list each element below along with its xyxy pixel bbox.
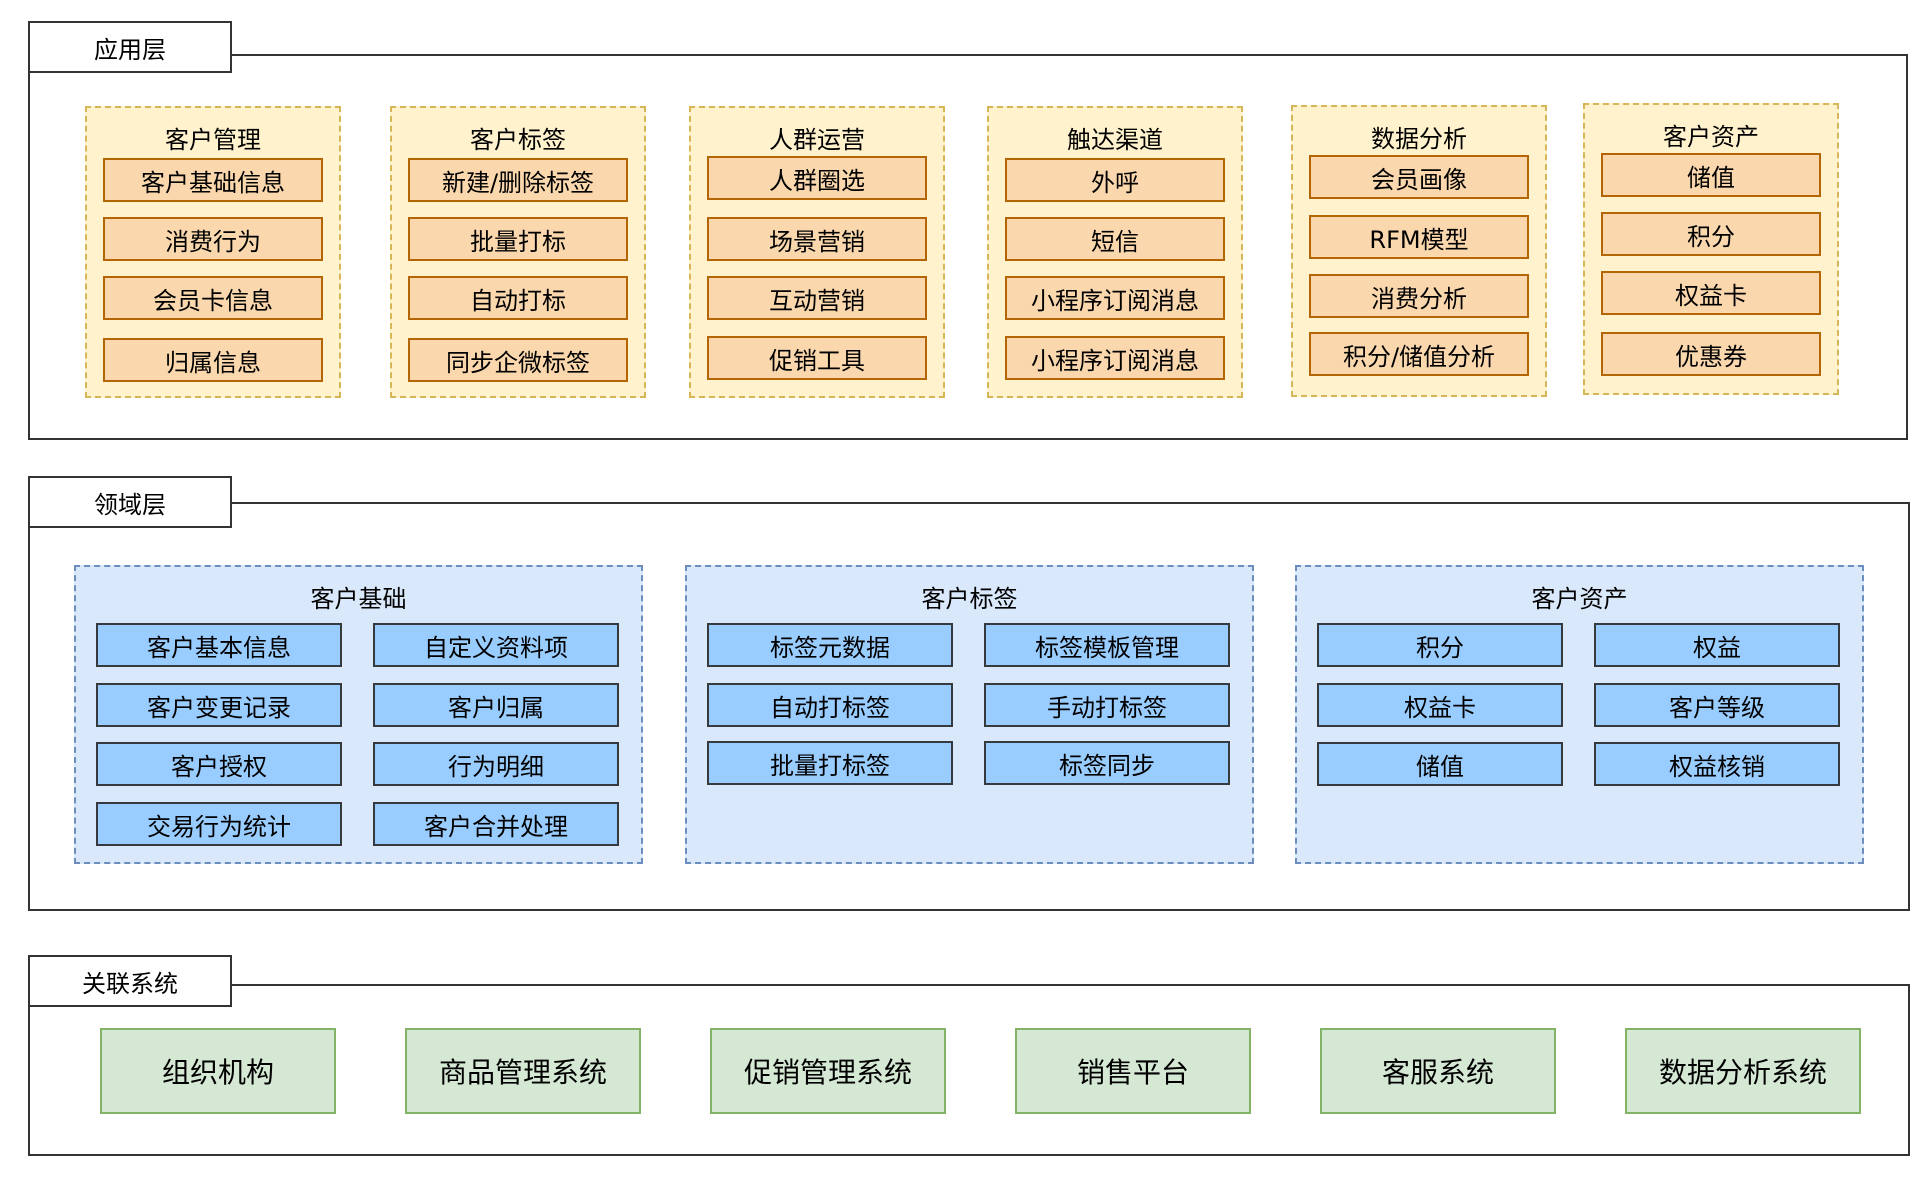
domain-item: 行为明细 (373, 742, 619, 786)
system-organization: 组织机构 (100, 1028, 336, 1114)
domain-item: 客户归属 (373, 683, 619, 727)
app-item: 会员画像 (1309, 155, 1529, 199)
app-group-title: 人群运营 (769, 126, 865, 154)
app-item: 消费行为 (103, 217, 323, 261)
app-item: 消费分析 (1309, 274, 1529, 318)
related-systems-frame (28, 984, 1910, 1156)
app-item: 权益卡 (1601, 271, 1821, 315)
app-item: 新建/删除标签 (408, 158, 628, 202)
app-item: 促销工具 (707, 336, 927, 380)
domain-item: 积分 (1317, 623, 1563, 667)
app-group-title: 数据分析 (1371, 125, 1467, 153)
domain-item: 客户等级 (1594, 683, 1840, 727)
domain-group-title: 客户标签 (921, 585, 1018, 613)
app-group-title: 客户资产 (1663, 123, 1759, 151)
app-group-crowd-operation: 人群运营 人群圈选 场景营销 互动营销 促销工具 (689, 106, 945, 398)
domain-item: 自定义资料项 (373, 623, 619, 667)
related-systems-label: 关联系统 (28, 955, 232, 1007)
domain-item: 客户变更记录 (96, 683, 342, 727)
app-item: 客户基础信息 (103, 158, 323, 202)
domain-item: 权益卡 (1317, 683, 1563, 727)
domain-item: 权益核销 (1594, 742, 1840, 786)
app-item: 积分 (1601, 212, 1821, 256)
system-promotion-management: 促销管理系统 (710, 1028, 946, 1114)
app-item: 积分/储值分析 (1309, 332, 1529, 376)
domain-group-customer-base: 客户基础 客户基本信息 自定义资料项 客户变更记录 客户归属 客户授权 行为明细… (74, 565, 643, 864)
app-group-customer-management: 客户管理 客户基础信息 消费行为 会员卡信息 归属信息 (85, 106, 341, 398)
domain-item: 交易行为统计 (96, 802, 342, 846)
app-group-title: 触达渠道 (1067, 126, 1163, 154)
domain-item: 客户合并处理 (373, 802, 619, 846)
domain-item: 标签元数据 (707, 623, 953, 667)
domain-item: 标签模板管理 (984, 623, 1230, 667)
system-product-management: 商品管理系统 (405, 1028, 641, 1114)
app-group-customer-assets: 客户资产 储值 积分 权益卡 优惠券 (1583, 103, 1839, 395)
domain-item: 客户授权 (96, 742, 342, 786)
app-item: 会员卡信息 (103, 276, 323, 320)
app-item: 短信 (1005, 217, 1225, 261)
domain-layer-label: 领域层 (28, 476, 232, 528)
app-item: 小程序订阅消息 (1005, 276, 1225, 320)
domain-item: 客户基本信息 (96, 623, 342, 667)
app-group-customer-tags: 客户标签 新建/删除标签 批量打标 自动打标 同步企微标签 (390, 106, 646, 398)
app-item: 自动打标 (408, 276, 628, 320)
app-item: 同步企微标签 (408, 338, 628, 382)
system-customer-service: 客服系统 (1320, 1028, 1556, 1114)
application-layer-label: 应用层 (28, 21, 232, 73)
domain-group-title: 客户资产 (1531, 585, 1628, 613)
app-item: 批量打标 (408, 217, 628, 261)
app-group-data-analysis: 数据分析 会员画像 RFM模型 消费分析 积分/储值分析 (1291, 105, 1547, 397)
domain-item: 批量打标签 (707, 741, 953, 785)
domain-item: 权益 (1594, 623, 1840, 667)
app-item: RFM模型 (1309, 215, 1529, 259)
app-item: 外呼 (1005, 158, 1225, 202)
app-group-title: 客户管理 (165, 126, 261, 154)
app-item: 场景营销 (707, 217, 927, 261)
domain-item: 自动打标签 (707, 683, 953, 727)
domain-group-title: 客户基础 (310, 585, 407, 613)
app-group-title: 客户标签 (470, 126, 566, 154)
app-item: 优惠券 (1601, 332, 1821, 376)
domain-item: 标签同步 (984, 741, 1230, 785)
system-data-analysis: 数据分析系统 (1625, 1028, 1861, 1114)
domain-item: 手动打标签 (984, 683, 1230, 727)
domain-group-customer-tags: 客户标签 标签元数据 标签模板管理 自动打标签 手动打标签 批量打标签 标签同步 (685, 565, 1254, 864)
app-item: 互动营销 (707, 276, 927, 320)
app-item: 储值 (1601, 153, 1821, 197)
app-item: 人群圈选 (707, 156, 927, 200)
app-item: 归属信息 (103, 338, 323, 382)
system-sales-platform: 销售平台 (1015, 1028, 1251, 1114)
domain-item: 储值 (1317, 742, 1563, 786)
domain-group-customer-assets: 客户资产 积分 权益 权益卡 客户等级 储值 权益核销 (1295, 565, 1864, 864)
app-group-reach-channels: 触达渠道 外呼 短信 小程序订阅消息 小程序订阅消息 (987, 106, 1243, 398)
app-item: 小程序订阅消息 (1005, 336, 1225, 380)
